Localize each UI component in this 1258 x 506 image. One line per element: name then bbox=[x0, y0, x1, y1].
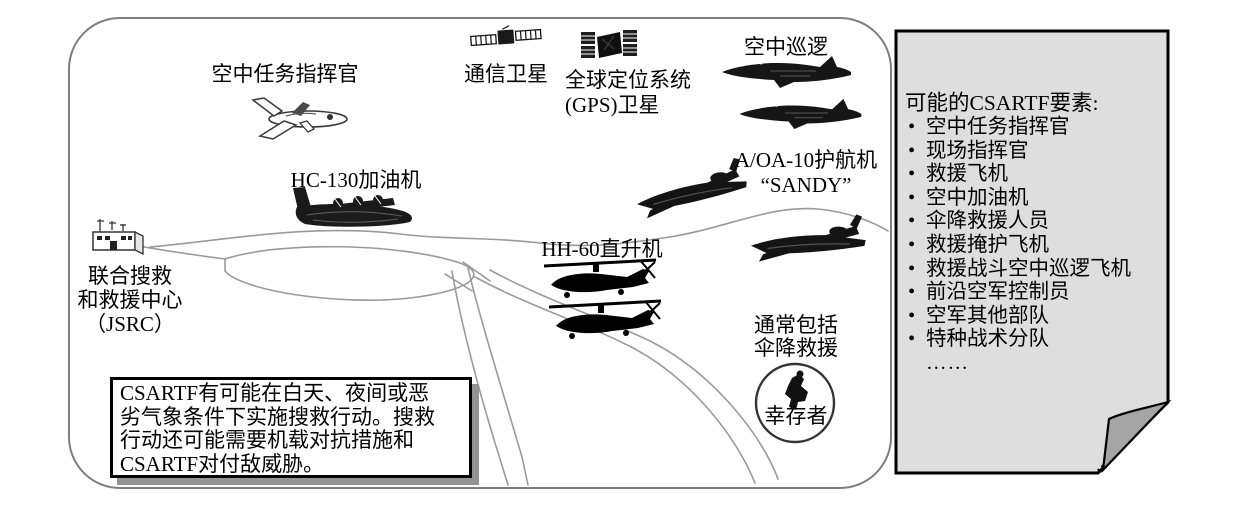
note-box: CSARTF有可能在白天、夜间或恶 劣气象条件下实施搜救行动。搜救 行动还可能需… bbox=[110, 377, 472, 478]
air-mission-commander-label: 空中任务指挥官 bbox=[211, 62, 359, 86]
list-item: •现场指挥官 bbox=[908, 139, 1029, 162]
list-item: •救援掩护飞机 bbox=[908, 233, 1049, 256]
gps-satellite-icon bbox=[581, 30, 637, 58]
csartf-elements-list: 可能的CSARTF要素: •空中任务指挥官 •现场指挥官 •救援飞机 •空中加油… bbox=[905, 90, 1163, 376]
list-item: •空中任务指挥官 bbox=[908, 116, 1070, 138]
list-item: •伞降救援人员 bbox=[908, 210, 1049, 233]
comm-satellite-icon bbox=[470, 25, 542, 47]
usually-includes-label: 通常包括 伞降救援 bbox=[754, 313, 838, 360]
list-item: •救援飞机 bbox=[908, 163, 1008, 186]
hh60-label: HH-60直升机 bbox=[541, 237, 663, 261]
panel-title: 可能的CSARTF要素: bbox=[905, 91, 1099, 115]
survivor-label: 幸存者 bbox=[764, 404, 828, 428]
list-item: •空军其他部队 bbox=[908, 304, 1049, 327]
jsrc-building-icon bbox=[92, 219, 144, 256]
hh60-helicopter-icon-1 bbox=[543, 258, 657, 298]
escort-a10-icon-1 bbox=[637, 158, 747, 219]
comm-satellite-label: 通信卫星 bbox=[464, 62, 548, 86]
air-patrol-label: 空中巡逻 bbox=[744, 35, 828, 59]
command-aircraft-icon bbox=[251, 97, 348, 140]
list-item: •救援战斗空中巡逻飞机 bbox=[908, 257, 1131, 280]
patrol-jet-icon-1 bbox=[722, 56, 851, 88]
list-ellipsis: …… bbox=[926, 351, 969, 374]
page-fold-corner-icon bbox=[1101, 399, 1172, 474]
jsrc-label: 联合搜救 和救援中心 （JSRC） bbox=[77, 264, 183, 336]
escort-sandy-label: A/OA-10护航机 “SANDY” bbox=[734, 148, 878, 197]
list-item: •特种战术分队 bbox=[908, 328, 1049, 351]
list-item: •前沿空军控制员 bbox=[908, 281, 1070, 304]
hc130-tanker-icon bbox=[293, 187, 412, 227]
csartf-elements-panel bbox=[894, 29, 1172, 475]
survivor-icon bbox=[754, 362, 836, 444]
gps-satellite-label: 全球定位系统 (GPS)卫星 bbox=[565, 68, 691, 117]
hh60-helicopter-icon-2 bbox=[548, 299, 662, 339]
patrol-jet-icon-2 bbox=[739, 98, 862, 130]
list-item: •空中加油机 bbox=[908, 186, 1029, 209]
escort-a10-icon-2 bbox=[751, 214, 866, 262]
hc130-label: HC-130加油机 bbox=[290, 168, 422, 192]
